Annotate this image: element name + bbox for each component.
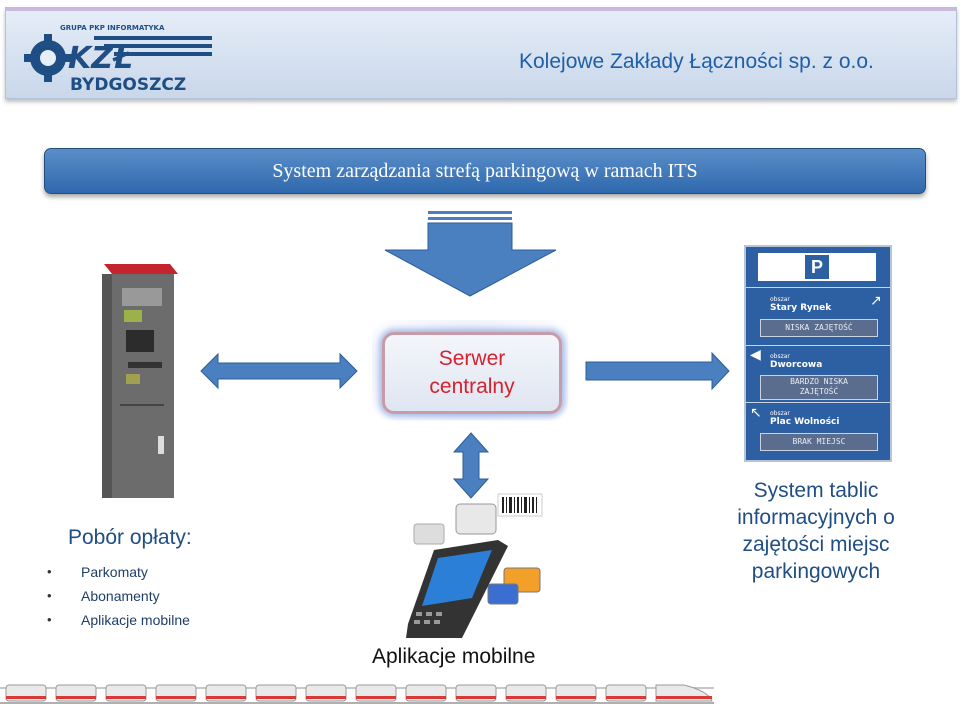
page-title: System zarządzania strefą parkingową w r… [44, 148, 926, 194]
payment-card-icon [487, 567, 541, 605]
payment-methods-list: • Parkomaty • Abonamenty • Aplikacje mobiln… [45, 560, 190, 632]
header-banner: GRUPA PKP INFORMATYKA KZŁ BYDGOSZCZ Kole… [5, 7, 957, 99]
handheld-device-icon [406, 540, 508, 638]
sign-header: P [758, 253, 876, 281]
bullet-icon: • [47, 612, 52, 627]
payment-item-label: Abonamenty [81, 588, 160, 604]
server-label-line2: centralny [429, 375, 515, 398]
double-arrow-meter-server [200, 352, 358, 390]
logo-mark-text: KZŁ [68, 41, 133, 76]
payment-item-label: Aplikacje mobilne [81, 612, 190, 628]
zone-status: BARDZO NISKA ZAJĘTOŚĆ [760, 375, 878, 400]
list-item: • Aplikacje mobilne [45, 608, 190, 632]
sign-divider [746, 287, 890, 288]
list-item: • Abonamenty [45, 584, 190, 608]
zone-name: Stary Rynek [770, 303, 832, 313]
company-logo: GRUPA PKP INFORMATYKA KZŁ BYDGOSZCZ [24, 24, 212, 94]
bullet-icon: • [47, 588, 52, 603]
central-server-box: Serwer centralny [382, 332, 562, 414]
zone-name: Plac Wolności [770, 417, 840, 427]
parking-p-icon: P [805, 255, 829, 279]
zone-status-line: BARDZO NISKA [790, 377, 848, 386]
zone-name: Dworcowa [770, 360, 823, 370]
barcode-icon [497, 493, 543, 517]
payment-heading: Pobór opłaty: [68, 526, 192, 549]
train-decoration [0, 684, 714, 704]
zone-area-label: obszar [770, 410, 790, 417]
logo-city-text: BYDGOSZCZ [70, 75, 186, 94]
list-item: • Parkomaty [45, 560, 190, 584]
zone-status: BRAK MIEJSC [760, 433, 878, 451]
signage-caption: System tablic informacyjnych o zajętości… [737, 479, 895, 583]
zone-status-line: BRAK MIEJSC [792, 437, 846, 446]
train-cars [5, 684, 647, 702]
mobile-apps-caption: Aplikacje mobilne [372, 645, 536, 668]
company-name: Kolejowe Zakłady Łączności sp. z o.o. [519, 50, 874, 73]
sign-divider [746, 345, 890, 346]
down-arrow-to-server [384, 211, 557, 297]
logo-group-text: GRUPA PKP INFORMATYKA [60, 24, 165, 32]
logo-gear-icon [24, 34, 72, 82]
sign-divider [746, 402, 890, 403]
bullet-icon: • [47, 564, 52, 579]
header-accent-line [6, 8, 956, 11]
zone-status-line: ZAJĘTOŚĆ [799, 387, 839, 396]
arrow-up-left-icon: ↖ [750, 405, 762, 421]
arrow-up-right-icon: ↗ [870, 293, 882, 309]
zone-area-label: obszar [770, 353, 790, 360]
arrow-server-to-signs [585, 351, 730, 391]
double-arrow-server-mobile [452, 432, 490, 499]
zone-status-line: NISKA ZAJĘTOŚĆ [785, 323, 853, 332]
parking-meter-image [102, 264, 178, 498]
payment-item-label: Parkomaty [81, 564, 148, 580]
mobile-terminal-image [406, 493, 543, 638]
zone-status: NISKA ZAJĘTOŚĆ [760, 319, 878, 337]
server-label-line1: Serwer [438, 347, 506, 370]
receipt-printer-icon [413, 503, 497, 545]
logo-speed-lines-icon [94, 36, 212, 56]
arrow-left-icon: ◀ [750, 347, 761, 363]
parking-sign-board: P obszar Stary Rynek ↗ NISKA ZAJĘTOŚĆ ◀ … [744, 245, 892, 462]
zone-area-label: obszar [770, 296, 790, 303]
